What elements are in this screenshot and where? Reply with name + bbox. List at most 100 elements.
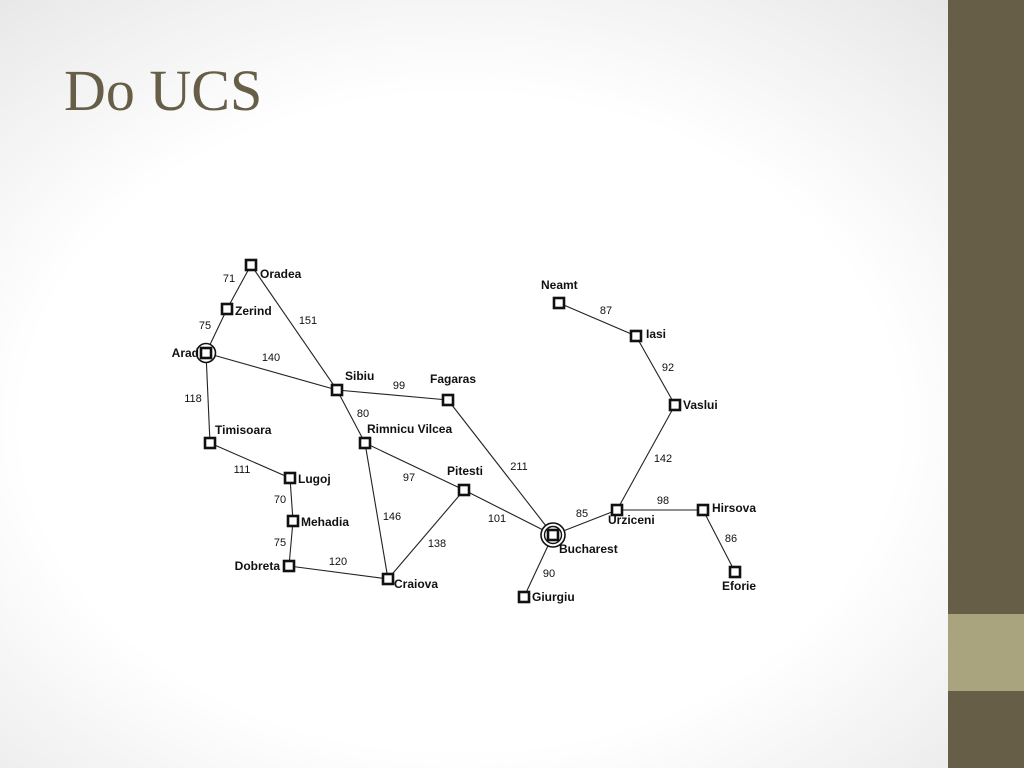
city-label-iasi: Iasi — [646, 327, 666, 341]
road-cost-urziceni-hirsova: 98 — [657, 495, 669, 507]
city-square-icon — [517, 590, 531, 604]
city-square-icon — [728, 565, 742, 579]
city-square-icon — [696, 503, 710, 517]
road-cost-vaslui-iasi: 92 — [662, 362, 674, 374]
city-square-icon — [203, 436, 217, 450]
road-oradea-zerind — [226, 264, 252, 310]
city-label-rimnicu-vilcea: Rimnicu Vilcea — [367, 422, 452, 436]
city-square-icon — [441, 393, 455, 407]
city-label-lugoj: Lugoj — [298, 472, 331, 486]
road-cost-arad-timisoara: 118 — [184, 393, 202, 405]
city-label-urziceni: Urziceni — [608, 513, 655, 527]
road-cost-hirsova-eforie: 86 — [725, 533, 737, 545]
city-square-icon — [381, 572, 395, 586]
road-mehadia-dobreta — [288, 520, 294, 567]
city-node-bucharest — [540, 522, 566, 548]
city-node-timisoara — [203, 436, 217, 450]
city-label-sibiu: Sibiu — [345, 369, 374, 383]
road-rimnicu-vilcea-pitesti — [364, 442, 465, 491]
city-label-bucharest: Bucharest — [559, 542, 618, 556]
city-node-sibiu — [330, 383, 344, 397]
road-cost-bucharest-urziceni: 85 — [576, 508, 588, 520]
road-cost-arad-sibiu: 140 — [262, 352, 280, 364]
city-square-icon — [199, 346, 213, 360]
city-node-neamt — [552, 296, 566, 310]
city-node-zerind — [220, 302, 234, 316]
city-label-pitesti: Pitesti — [447, 464, 483, 478]
road-cost-oradea-zerind: 71 — [223, 273, 235, 285]
city-node-vaslui — [668, 398, 682, 412]
road-lugoj-mehadia — [289, 477, 294, 522]
city-label-arad: Arad — [172, 346, 199, 360]
road-cost-rimnicu-vilcea-pitesti: 97 — [403, 472, 415, 484]
city-node-fagaras — [441, 393, 455, 407]
road-cost-zerind-arad: 75 — [199, 320, 211, 332]
city-label-zerind: Zerind — [235, 304, 272, 318]
goal-inner-ring-icon — [543, 525, 563, 545]
city-label-craiova: Craiova — [394, 577, 438, 591]
road-craiova-pitesti — [387, 489, 465, 580]
road-sibiu-fagaras — [336, 389, 449, 401]
city-square-icon — [668, 398, 682, 412]
city-square-icon — [244, 258, 258, 272]
city-label-vaslui: Vaslui — [683, 398, 718, 412]
city-node-giurgiu — [517, 590, 531, 604]
road-arad-timisoara — [205, 352, 211, 444]
road-cost-bucharest-giurgiu: 90 — [543, 568, 555, 580]
city-label-eforie: Eforie — [722, 579, 756, 593]
road-cost-fagaras-bucharest: 211 — [510, 461, 528, 473]
city-square-icon — [610, 503, 624, 517]
road-urziceni-vaslui — [616, 404, 676, 511]
decorative-sidebar-accent — [948, 614, 1024, 691]
city-node-eforie — [728, 565, 742, 579]
road-timisoara-lugoj — [209, 442, 291, 479]
city-label-hirsova: Hirsova — [712, 501, 756, 515]
city-square-icon — [330, 383, 344, 397]
road-cost-sibiu-rimnicu-vilcea: 80 — [357, 408, 369, 420]
city-node-arad — [195, 342, 217, 364]
city-square-icon — [546, 528, 560, 542]
road-dobreta-craiova — [288, 565, 389, 580]
city-label-oradea: Oradea — [260, 267, 302, 281]
city-square-icon — [457, 483, 471, 497]
road-cost-lugoj-mehadia: 70 — [274, 494, 286, 506]
road-sibiu-rimnicu-vilcea — [336, 389, 366, 444]
road-hirsova-eforie — [702, 509, 736, 573]
city-square-icon — [282, 559, 296, 573]
road-fagaras-bucharest — [447, 399, 554, 536]
city-square-icon — [286, 514, 300, 528]
city-node-urziceni — [610, 503, 624, 517]
city-label-mehadia: Mehadia — [301, 515, 349, 529]
city-node-iasi — [629, 329, 643, 343]
road-oradea-sibiu — [250, 264, 338, 391]
road-cost-dobreta-craiova: 120 — [329, 556, 347, 568]
road-cost-pitesti-bucharest: 101 — [488, 513, 506, 525]
city-node-dobreta — [282, 559, 296, 573]
city-label-giurgiu: Giurgiu — [532, 590, 575, 604]
road-rimnicu-vilcea-craiova — [364, 442, 389, 580]
road-cost-iasi-neamt: 87 — [600, 305, 612, 317]
city-square-icon — [629, 329, 643, 343]
city-label-neamt: Neamt — [541, 278, 578, 292]
road-cost-sibiu-fagaras: 99 — [393, 380, 405, 392]
city-label-timisoara: Timisoara — [215, 423, 272, 437]
city-node-craiova — [381, 572, 395, 586]
road-cost-oradea-sibiu: 151 — [299, 315, 317, 327]
road-cost-timisoara-lugoj: 111 — [234, 464, 251, 476]
city-label-dobreta: Dobreta — [235, 559, 281, 573]
road-arad-sibiu — [205, 352, 338, 391]
city-node-hirsova — [696, 503, 710, 517]
road-vaslui-iasi — [635, 335, 676, 406]
city-node-pitesti — [457, 483, 471, 497]
city-square-icon — [220, 302, 234, 316]
city-square-icon — [358, 436, 372, 450]
city-node-mehadia — [286, 514, 300, 528]
city-label-fagaras: Fagaras — [430, 372, 476, 386]
road-cost-urziceni-vaslui: 142 — [654, 453, 672, 465]
city-node-rimnicu-vilcea — [358, 436, 372, 450]
road-cost-rimnicu-vilcea-craiova: 146 — [383, 511, 401, 523]
city-square-icon — [283, 471, 297, 485]
road-pitesti-bucharest — [463, 489, 554, 536]
